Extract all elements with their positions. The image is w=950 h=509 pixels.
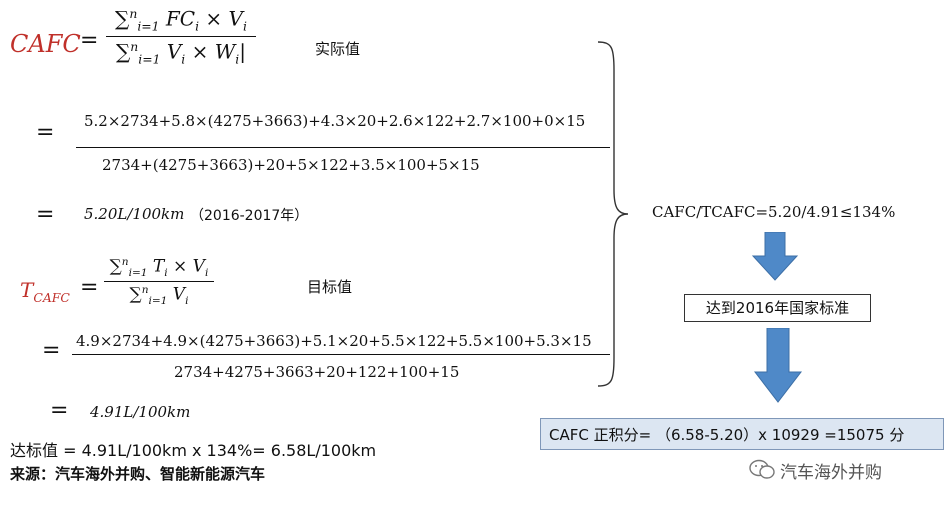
actual-value-label: 实际值: [315, 40, 361, 58]
cafc-definition-denominator: ∑ni=1 Vi × Wi|: [115, 38, 247, 67]
equals-sign: =: [36, 202, 55, 227]
equals-sign: =: [42, 338, 61, 363]
points-box: CAFC 正积分= （6.58-5.20）x 10929 =15075 分: [540, 418, 944, 450]
tcafc-definition-numerator: ∑ni=1 Ti × Vi: [109, 256, 209, 280]
actual-result-period: （2016-2017年）: [190, 208, 309, 224]
equals-sign: =: [80, 275, 99, 300]
fraction-bar: [72, 354, 610, 355]
watermark: 汽车海外并购: [780, 463, 882, 483]
equals-sign: =: [36, 120, 55, 145]
tcafc-definition-fraction: ∑ni=1 Ti × Vi ∑ni=1 Vi: [104, 256, 214, 307]
fraction-bar: [76, 147, 610, 148]
down-arrow-icon: [751, 232, 799, 281]
cafc-definition-fraction: ∑ni=1 FCi × Vi ∑ni=1 Vi × Wi|: [106, 6, 256, 66]
actual-result-value: 5.20L/100km: [84, 205, 185, 223]
standard-box: 达到2016年国家标准: [684, 294, 871, 322]
equals-sign: =: [50, 398, 69, 423]
ratio-text: CAFC/TCAFC=5.20/4.91≤134%: [652, 203, 896, 221]
wechat-icon: [749, 459, 775, 479]
actual-expanded-numerator: 5.2×2734+5.8×(4275+3663)+4.3×20+2.6×122+…: [84, 112, 586, 130]
down-arrow-icon: [753, 328, 803, 403]
equals-sign: =: [80, 28, 99, 53]
tcafc-definition-denominator: ∑ni=1 Vi: [129, 284, 189, 308]
source-line: 来源：汽车海外并购、智能新能源汽车: [10, 465, 266, 483]
cafc-symbol: CAFC: [10, 30, 81, 58]
target-result-value: 4.91L/100km: [90, 403, 191, 421]
target-line: 达标值 = 4.91L/100km x 134%= 6.58L/100km: [10, 441, 377, 460]
target-expanded-numerator: 4.9×2734+4.9×(4275+3663)+5.1×20+5.5×122+…: [76, 332, 592, 350]
actual-expanded-denominator: 2734+(4275+3663)+20+5×122+3.5×100+5×15: [102, 156, 480, 174]
tcafc-symbol: TCAFC: [20, 278, 70, 305]
cafc-definition-numerator: ∑ni=1 FCi × Vi: [115, 6, 247, 34]
target-value-label: 目标值: [307, 278, 353, 296]
right-brace-icon: [597, 41, 629, 387]
target-expanded-denominator: 2734+4275+3663+20+122+100+15: [174, 363, 460, 381]
